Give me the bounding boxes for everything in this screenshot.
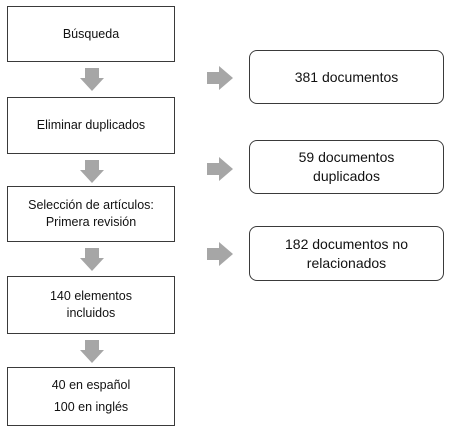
- step-text: Búsqueda: [62, 26, 120, 41]
- step-busqueda: Búsqueda: [7, 6, 175, 62]
- step-text: 100 en inglés: [53, 399, 129, 414]
- right-arrow-icon: [207, 66, 233, 90]
- step-text: Eliminar duplicados: [36, 118, 146, 133]
- step-eliminar-duplicados: Eliminar duplicados: [7, 97, 175, 154]
- step-text: 40 en español: [51, 377, 131, 392]
- result-text: duplicados: [313, 168, 380, 184]
- step-text: Selección de artículos:: [28, 198, 154, 213]
- step-text: incluidos: [66, 306, 116, 320]
- result-text: 182 documentos no: [285, 235, 408, 252]
- step-idiomas: 40 en español 100 en inglés: [7, 367, 175, 426]
- result-text: 59 documentos: [298, 149, 395, 166]
- step-seleccion-articulos: Selección de artículos: Primera revisión: [7, 186, 175, 242]
- down-arrow-icon: [80, 248, 104, 271]
- step-text: 140 elementos: [49, 289, 132, 304]
- result-no-relacionados: 182 documentos no relacionados: [249, 226, 444, 281]
- step-text: Primera revisión: [45, 215, 137, 229]
- step-elementos-incluidos: 140 elementos incluidos: [7, 276, 175, 334]
- down-arrow-icon: [80, 68, 104, 91]
- down-arrow-icon: [80, 160, 104, 183]
- down-arrow-icon: [80, 340, 104, 363]
- right-arrow-icon: [207, 157, 233, 181]
- result-duplicados: 59 documentos duplicados: [249, 140, 444, 194]
- result-text: 381 documentos: [294, 68, 399, 85]
- result-documentos: 381 documentos: [249, 50, 444, 104]
- right-arrow-icon: [207, 242, 233, 266]
- result-text: relacionados: [306, 254, 387, 271]
